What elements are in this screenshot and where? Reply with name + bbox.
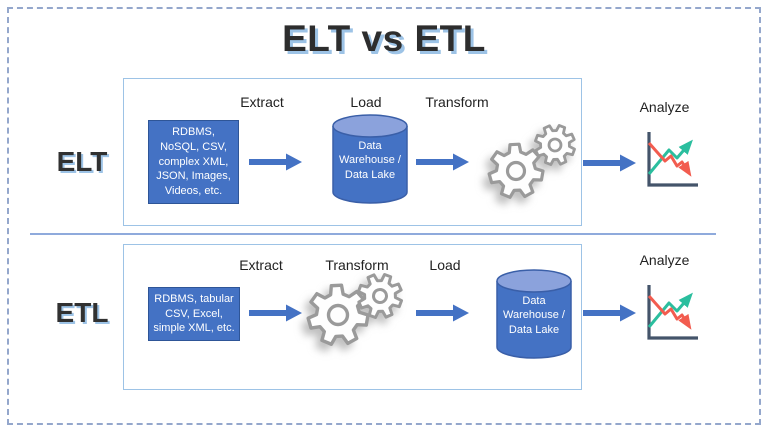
flow-arrow-icon bbox=[249, 152, 303, 172]
elt-warehouse-text: Data Warehouse / Data Lake bbox=[339, 140, 401, 181]
line-chart-icon bbox=[642, 130, 700, 190]
elt-analyze-label: Analyze bbox=[639, 99, 690, 115]
page-title: ELT vs ETL bbox=[282, 18, 486, 59]
gears-icon bbox=[303, 267, 411, 370]
etl-analyze-label: Analyze bbox=[639, 252, 690, 268]
gears-icon bbox=[486, 118, 586, 215]
flow-arrow-icon bbox=[416, 303, 470, 323]
etl-warehouse-text: Data Warehouse / Data Lake bbox=[503, 295, 565, 336]
etl-step-extract-label: Extract bbox=[239, 257, 283, 273]
etl-source-box: RDBMS, tabular CSV, Excel, simple XML, e… bbox=[148, 287, 240, 341]
database-cylinder-icon bbox=[330, 113, 410, 206]
elt-source-box: RDBMS, NoSQL, CSV, complex XML, JSON, Im… bbox=[148, 120, 239, 204]
elt-source-text: RDBMS, NoSQL, CSV, complex XML, JSON, Im… bbox=[156, 125, 231, 198]
elt-process-panel bbox=[123, 78, 582, 226]
row-label-etl: ETL bbox=[55, 297, 109, 328]
elt-step-load-label: Load bbox=[350, 94, 382, 110]
flow-arrow-icon bbox=[583, 303, 637, 323]
row-divider bbox=[30, 233, 716, 235]
line-chart-icon bbox=[642, 283, 700, 343]
flow-arrow-icon bbox=[583, 153, 637, 173]
etl-step-transform-label: Transform bbox=[325, 257, 389, 273]
flow-arrow-icon bbox=[416, 152, 470, 172]
etl-process-panel bbox=[123, 244, 582, 390]
flow-arrow-icon bbox=[249, 303, 303, 323]
database-cylinder-icon bbox=[494, 268, 574, 361]
elt-step-transform-label: Transform bbox=[425, 94, 489, 110]
etl-step-load-label: Load bbox=[429, 257, 461, 273]
elt-step-extract-label: Extract bbox=[240, 94, 284, 110]
etl-source-text: RDBMS, tabular CSV, Excel, simple XML, e… bbox=[153, 292, 235, 335]
row-label-elt: ELT bbox=[56, 146, 108, 177]
